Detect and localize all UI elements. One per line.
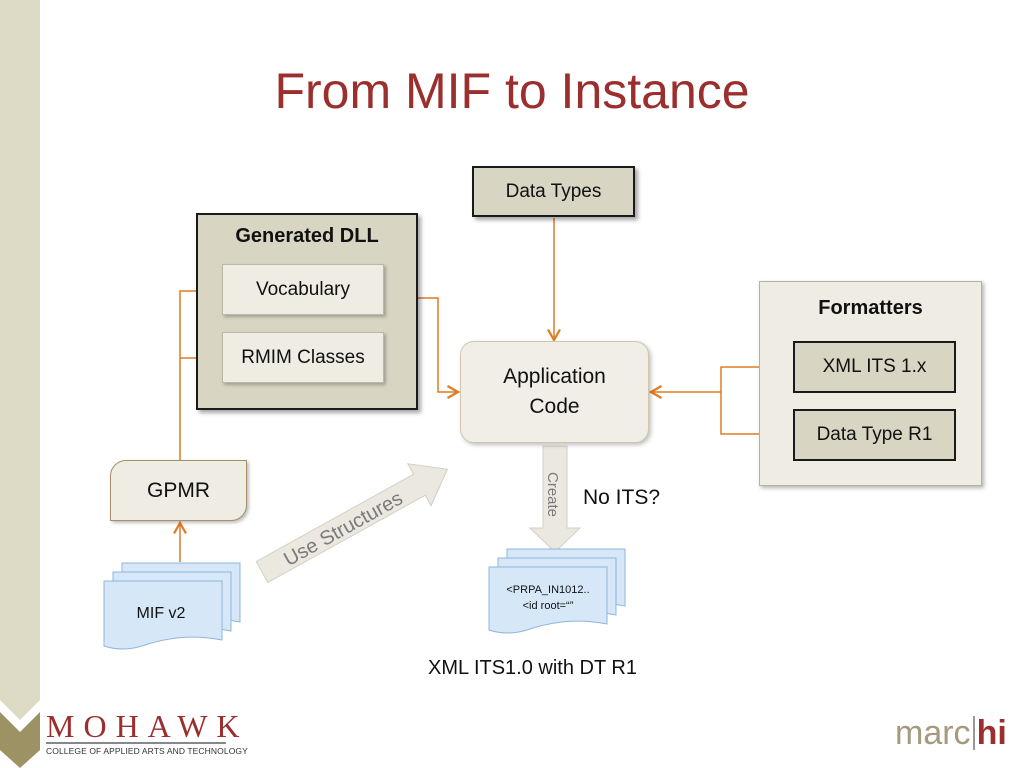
application-code-box: Application Code [460, 341, 649, 443]
use-structures-arrow: Use Structures [255, 463, 449, 584]
data-types-box: Data Types [472, 166, 635, 217]
mohawk-subtitle: COLLEGE OF APPLIED ARTS AND TECHNOLOGY [46, 746, 248, 756]
xml-document-stack: <PRPA_IN1012.. <id root=“” [488, 548, 626, 634]
mohawk-name: MOHAWK [46, 708, 249, 744]
svg-text:Create: Create [544, 472, 561, 517]
sidebar-band [0, 0, 40, 700]
svg-text:MIF v2: MIF v2 [137, 605, 186, 622]
connector-formatter-xml [720, 366, 793, 435]
rmim-classes-box: RMIM Classes [222, 332, 384, 383]
svg-text:Use Structures: Use Structures [280, 487, 406, 570]
xml-its-box: XML ITS 1.x [793, 341, 956, 393]
slide-title: From MIF to Instance [274, 63, 750, 119]
mohawk-rule [46, 742, 226, 744]
no-its-label: No ITS? [583, 486, 661, 509]
mohawk-logo: MOHAWK COLLEGE OF APPLIED ARTS AND TECHN… [46, 708, 249, 756]
svg-text:<id root=“”: <id root=“” [523, 600, 574, 612]
vocabulary-box: Vocabulary [222, 264, 384, 315]
formatters-title: Formatters [818, 297, 923, 319]
mif-document-stack: MIF v2 [103, 562, 241, 650]
connector-dll-app [418, 297, 461, 399]
marchi-left: marc [895, 714, 971, 752]
marchi-divider [972, 716, 975, 750]
chevron-logo-icon [0, 690, 40, 768]
gpmr-box: GPMR [110, 460, 247, 521]
data-type-r1-box: Data Type R1 [793, 409, 956, 461]
xml-caption: XML ITS1.0 with DT R1 [428, 657, 637, 679]
marchi-right: hi [976, 714, 1007, 752]
create-arrow: Create [528, 445, 582, 553]
svg-text:<PRPA_IN1012..: <PRPA_IN1012.. [506, 584, 589, 596]
generated-dll-title: Generated DLL [235, 225, 379, 247]
